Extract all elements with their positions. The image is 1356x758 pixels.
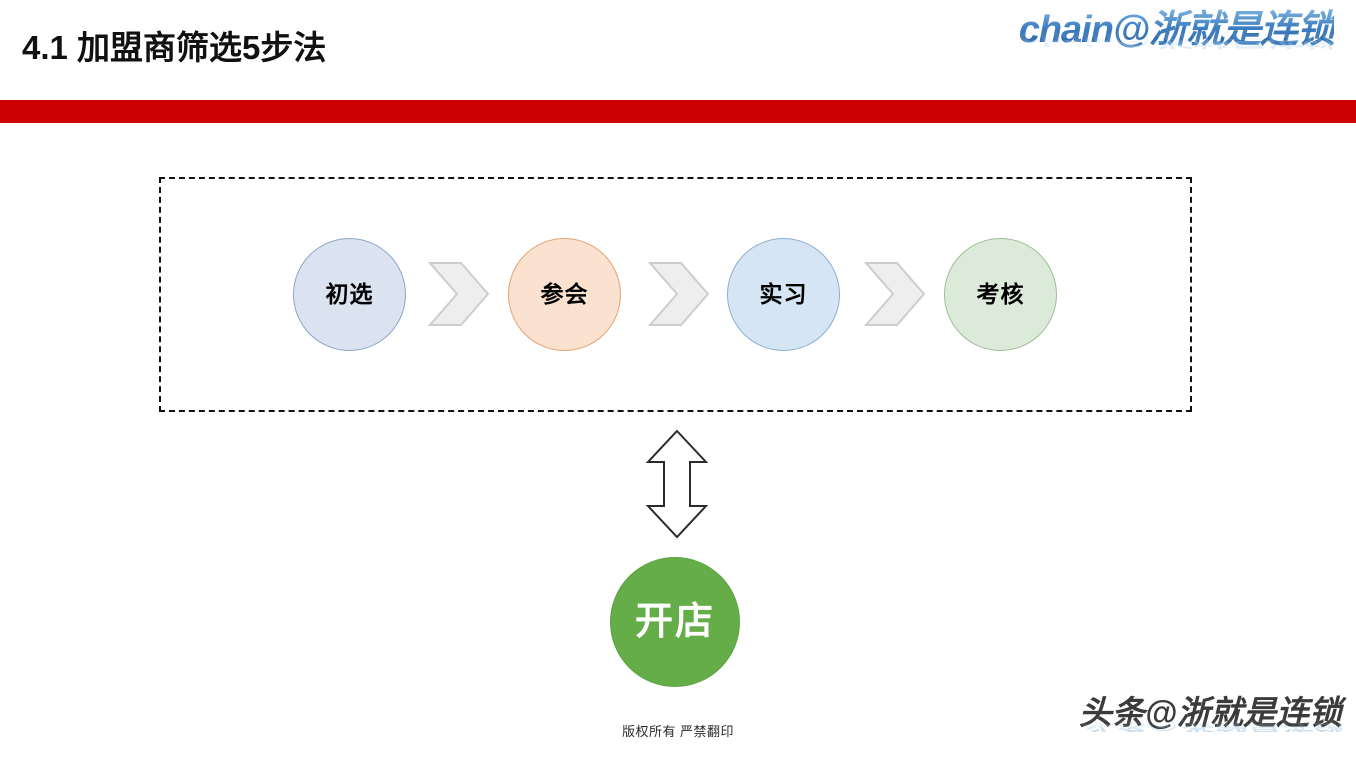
result-label: 开店 <box>634 601 715 643</box>
process-container <box>159 177 1192 412</box>
chevron-right-icon <box>647 261 710 327</box>
copyright-notice: 版权所有 严禁翻印 <box>621 724 735 739</box>
brand-logo-reflection: chain@浙就是连锁 <box>964 26 1334 50</box>
page-title: 4.1 加盟商筛选5步法 <box>22 29 327 66</box>
stage-label-2: 参会 <box>540 281 589 307</box>
brand-logo-text: chain@浙就是连锁 <box>964 8 1335 52</box>
stage-circle-1: 初选 <box>293 238 406 351</box>
chevron-right-icon <box>427 261 490 327</box>
chevron-right-icon <box>863 261 926 327</box>
brand-logo: chain@浙就是连锁 chain@浙就是连锁 <box>964 8 1335 84</box>
stage-label-4: 考核 <box>976 281 1025 307</box>
stage-circle-3: 实习 <box>727 238 840 351</box>
stage-circle-2: 参会 <box>508 238 621 351</box>
stage-circle-4: 考核 <box>944 238 1057 351</box>
double-arrow-vertical-icon <box>645 428 709 540</box>
stage-label-3: 实习 <box>759 281 808 307</box>
stage-label-1: 初选 <box>325 281 374 307</box>
accent-divider-bar <box>0 100 1356 123</box>
result-circle: 开店 <box>610 557 740 687</box>
